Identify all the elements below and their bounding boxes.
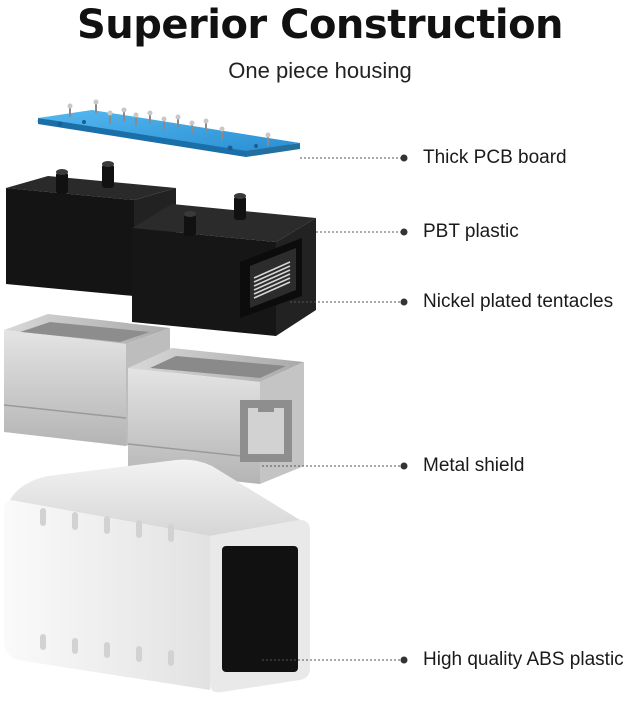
leader-dot-abs [400, 656, 408, 664]
leader-dot-pbt [400, 228, 408, 236]
leader-lines [262, 157, 403, 661]
metal-shield-icon [3, 314, 304, 484]
contact-pins-icon [253, 261, 291, 299]
page-title: Superior Construction [76, 2, 564, 48]
pcb-board-icon [36, 99, 300, 157]
leader-dot-pcb [400, 154, 408, 162]
label-pcb-board: Thick PCB board [423, 147, 567, 168]
leader-dot-shield [400, 462, 408, 470]
label-abs-plastic: High quality ABS plastic [423, 649, 624, 670]
leader-dots [400, 154, 408, 664]
page-subtitle: One piece housing [228, 58, 412, 83]
black-jack-housing-icon [6, 161, 316, 336]
label-metal-shield: Metal shield [423, 455, 525, 476]
leader-dot-tentacles [400, 298, 408, 306]
label-pbt-plastic: PBT plastic [423, 221, 519, 242]
white-shell-icon [4, 459, 310, 693]
label-nickel-tentacles: Nickel plated tentacles [423, 291, 614, 312]
